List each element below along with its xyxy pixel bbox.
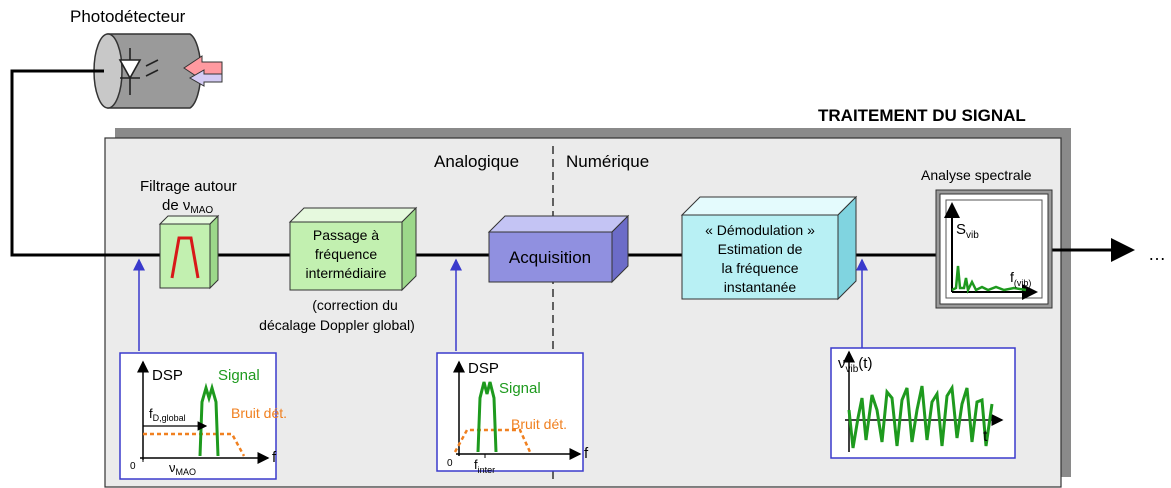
inset1-zero: 0 (130, 461, 136, 472)
inset1-shift: f (149, 406, 153, 421)
laser-input-arrows (183, 55, 223, 87)
demod-line2: Estimation de (718, 241, 803, 257)
inset1-noise: Bruit dét. (231, 405, 287, 421)
inset2-freq: f (474, 457, 478, 472)
section-title: TRAITEMENT DU SIGNAL (818, 106, 1026, 125)
output-ellipsis: … (1148, 244, 1166, 264)
if-line2: fréquence (315, 246, 377, 262)
vibration-trace (847, 383, 994, 449)
signal-peak (476, 381, 498, 453)
spectral-x-sub: (vib) (1014, 278, 1032, 288)
inset-spectrum-rf: DSP Signal Bruit dét. fD,global 0 f νMAO (119, 352, 287, 480)
inset2-freq-sub: inter (478, 465, 496, 475)
filter-title-line2: de ν (162, 197, 190, 214)
inset1-freq-sub: MAO (176, 467, 197, 477)
acquisition-label: Acquisition (509, 248, 591, 267)
inset3-xlabel: t (983, 428, 988, 445)
photodetector: Photodétecteur (70, 7, 202, 109)
demodulation-block: « Démodulation » Estimation de la fréque… (680, 195, 858, 301)
svg-text:νMAO: νMAO (169, 460, 196, 477)
probe-connectors (133, 258, 868, 351)
photodiode-icon (118, 48, 159, 95)
if-note-line2: décalage Doppler global) (259, 317, 415, 333)
svg-text:de νMAO: de νMAO (162, 197, 213, 216)
spectrum-trace (951, 265, 1027, 294)
inset2-zero: 0 (447, 458, 453, 469)
svg-text:fD,global: fD,global (149, 406, 186, 423)
noise-curve (143, 432, 246, 457)
filter-title-line1: Filtrage autour (140, 178, 237, 195)
demod-line1: « Démodulation » (705, 222, 815, 238)
if-conversion-block: Passage à fréquence intermédiaire (corre… (259, 206, 418, 333)
spectral-y-sub: vib (966, 230, 979, 241)
inset1-xlabel: f (272, 449, 277, 466)
if-line3: intermédiaire (306, 265, 387, 281)
inset2-noise: Bruit dét. (511, 416, 567, 432)
inset2-ylabel: DSP (468, 360, 499, 377)
inset1-freq: ν (169, 460, 176, 475)
inset1-ylabel: DSP (152, 367, 183, 384)
analog-label: Analogique (434, 152, 519, 171)
photodetector-label: Photodétecteur (70, 7, 186, 26)
noise-curve (453, 428, 532, 453)
inset1-signal: Signal (218, 367, 260, 384)
svg-text:f(vib): f(vib) (1010, 269, 1031, 288)
inset2-signal: Signal (499, 380, 541, 397)
bandpass-icon (170, 236, 200, 279)
filter-title-sub: MAO (190, 205, 213, 216)
spectral-title: Analyse spectrale (921, 167, 1032, 183)
inset3-ylabel-sub: vib (846, 364, 859, 375)
inset-spectrum-if: DSP Signal Bruit dét. 0 f finter (436, 352, 589, 475)
inset-vibration-time: νvib(t) t (830, 347, 1016, 459)
demod-line4: instantanée (724, 279, 797, 295)
spectral-x-label: f (1010, 269, 1014, 285)
inset1-shift-sub: D,global (153, 413, 186, 423)
spectral-analysis-block: Analyse spectrale Svib f(vib) (921, 167, 1053, 309)
demod-line3: la fréquence (721, 260, 798, 276)
svg-text:νvib(t): νvib(t) (838, 355, 872, 375)
svg-text:Svib: Svib (956, 221, 979, 241)
inset3-ylabel: ν (838, 355, 846, 372)
inset3-ylabel-suffix: (t) (858, 355, 872, 372)
if-line1: Passage à (313, 227, 379, 243)
if-note-line1: (correction du (312, 297, 398, 313)
bandpass-filter-block: Filtrage autour de νMAO (140, 178, 237, 290)
svg-text:finter: finter (474, 457, 495, 475)
inset2-xlabel: f (584, 445, 589, 462)
spectral-y-label: S (956, 221, 966, 238)
signal-peak (198, 382, 220, 457)
acquisition-block: Acquisition (487, 214, 630, 284)
digital-label: Numérique (566, 152, 649, 171)
